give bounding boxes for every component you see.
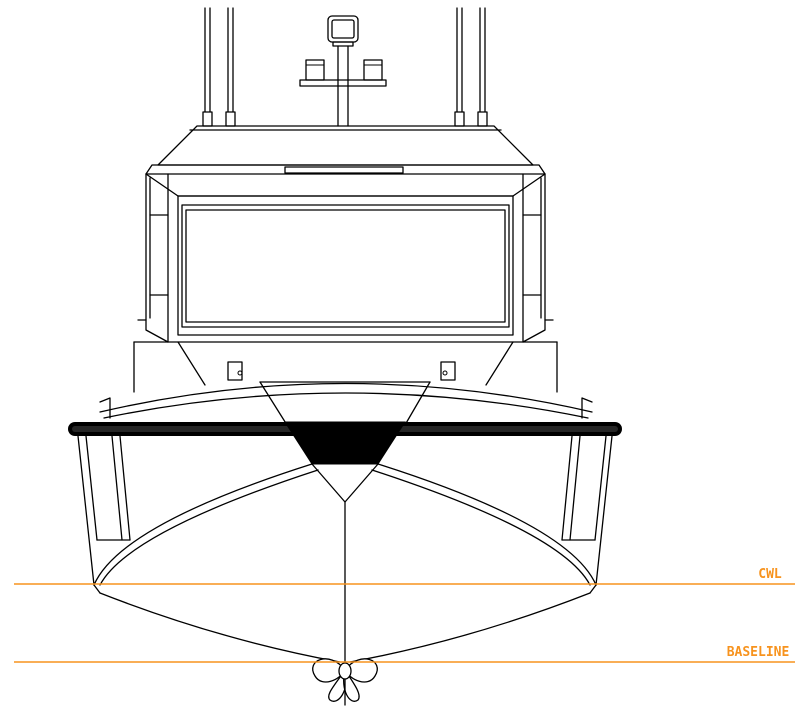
windshield bbox=[177, 195, 514, 336]
cwl-reference: CWL bbox=[14, 567, 795, 585]
mast bbox=[299, 15, 387, 127]
baseline-reference: BASELINE bbox=[14, 645, 795, 663]
hull-bottom bbox=[93, 463, 597, 673]
cwl-label: CWL bbox=[758, 567, 782, 582]
cabin-front-lower bbox=[177, 341, 514, 386]
baseline-label: BASELINE bbox=[727, 645, 790, 660]
cabin-body bbox=[133, 173, 558, 393]
foredeck bbox=[99, 381, 593, 426]
antennas bbox=[202, 7, 488, 127]
cabin-roof bbox=[145, 125, 546, 175]
hull-sides bbox=[77, 435, 613, 586]
bow-cap-highlight bbox=[284, 421, 406, 465]
bow-cap bbox=[284, 421, 406, 465]
propeller bbox=[312, 658, 378, 706]
